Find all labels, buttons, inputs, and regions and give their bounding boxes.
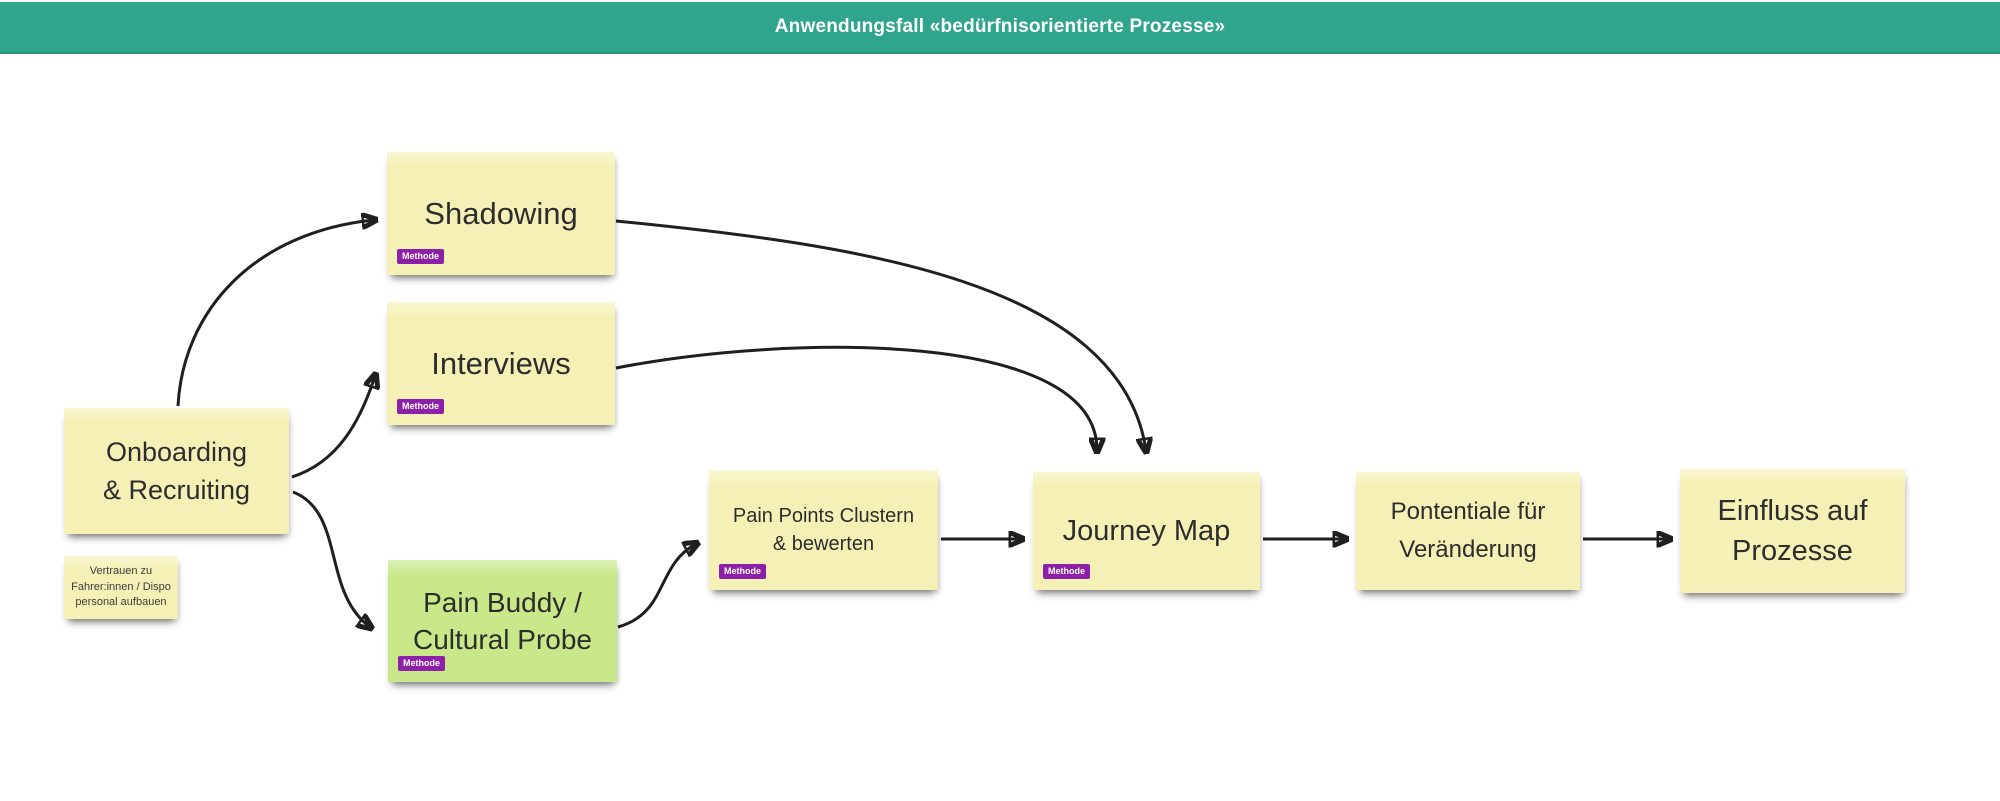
page-title: Anwendungsfall «bedürfnisorientierte Pro…	[774, 16, 1226, 37]
note-label: Pain Points Clustern & bewerten	[732, 505, 915, 555]
sticky-note-shadowing[interactable]: Shadowing Methode	[387, 152, 615, 275]
methode-tag: Methode	[719, 564, 766, 579]
arrow-shadowing-to-journeymap	[615, 219, 1146, 450]
note-label: Shadowing	[424, 195, 578, 231]
note-label: Pain Buddy / Cultural Probe	[413, 587, 592, 655]
arrow-painbuddy-to-painpoints	[617, 544, 696, 629]
sticky-note-journey-map[interactable]: Journey Map Methode	[1033, 472, 1260, 590]
sticky-note-einfluss-prozesse[interactable]: Einfluss auf Prozesse	[1680, 469, 1905, 593]
sticky-note-pain-points-clustern[interactable]: Pain Points Clustern & bewerten Methode	[709, 470, 938, 590]
arrow-onboarding-to-shadowing	[176, 220, 374, 407]
methode-tag: Methode	[397, 249, 444, 264]
note-label: Onboarding & Recruiting	[102, 437, 251, 505]
note-label: Pontentiale für Veränderung	[1390, 498, 1546, 563]
methode-tag: Methode	[1043, 564, 1090, 579]
sticky-note-potentiale-veraenderung[interactable]: Pontentiale für Veränderung	[1356, 472, 1580, 590]
methode-tag: Methode	[397, 399, 444, 414]
sticky-note-onboarding-recruiting[interactable]: Onboarding & Recruiting	[64, 408, 289, 534]
methode-tag: Methode	[398, 656, 445, 671]
arrow-interviews-to-journeymap	[615, 345, 1097, 450]
sticky-note-interviews[interactable]: Interviews Methode	[387, 302, 615, 425]
arrow-onboarding-to-painbuddy	[292, 490, 370, 627]
sticky-note-pain-buddy-cultural-probe[interactable]: Pain Buddy / Cultural Probe Methode	[388, 560, 617, 682]
sticky-note-vertrauen-aufbauen[interactable]: Vertrauen zu Fahrer:innen / Dispo person…	[64, 556, 178, 619]
note-label: Journey Map	[1062, 514, 1231, 547]
title-bar: Anwendungsfall «bedürfnisorientierte Pro…	[0, 2, 2000, 54]
note-label: Vertrauen zu Fahrer:innen / Dispo person…	[71, 565, 171, 609]
note-label: Interviews	[431, 345, 571, 381]
note-label: Einfluss auf Prozesse	[1717, 495, 1868, 567]
arrow-onboarding-to-interviews	[291, 376, 375, 479]
